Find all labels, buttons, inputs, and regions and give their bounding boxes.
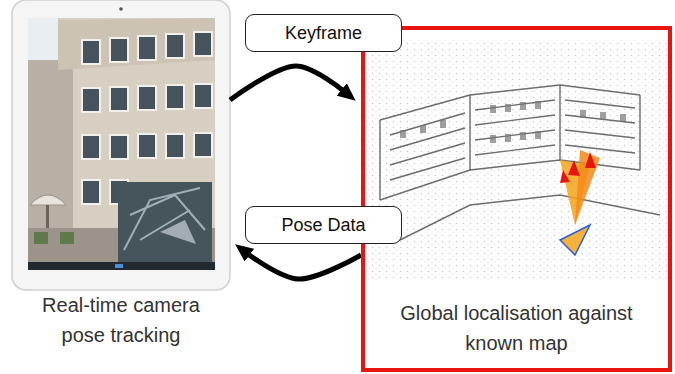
illustration-path (380, 85, 640, 200)
illustration-path (565, 100, 635, 153)
illustration-circle (119, 7, 123, 11)
illustration-rect (420, 125, 426, 133)
illustration-rect (138, 134, 156, 158)
illustration-rect (82, 40, 100, 64)
illustration-rect (490, 105, 496, 113)
map-region: Global localisation against known map (361, 26, 672, 372)
illustration-rect (520, 132, 526, 140)
edge-label: Pose Data (245, 206, 402, 244)
illustration-rect (115, 264, 123, 268)
flow-arrow (248, 254, 361, 279)
illustration-rect (535, 101, 541, 109)
illustration-path (400, 195, 660, 240)
illustration-path (575, 150, 600, 225)
illustration-rect (82, 88, 100, 112)
illustration-path (160, 220, 196, 244)
illustration-rect (365, 40, 668, 280)
camera-frustums (560, 150, 600, 255)
edge-label: Keyframe (245, 14, 402, 52)
illustration-rect (440, 120, 446, 128)
illustration-rect (28, 262, 215, 270)
illustration-polygon (58, 18, 215, 70)
caption-text: Global localisation against known map (377, 298, 657, 358)
illustration-rect (400, 130, 406, 138)
illustration-g (380, 85, 660, 240)
illustration-rect (12, 0, 230, 290)
illustration-rect (138, 36, 156, 60)
illustration-rect (490, 135, 496, 143)
illustration-rect (166, 85, 184, 109)
tablet-illustration (12, 0, 230, 290)
point-cloud-map (365, 40, 668, 280)
illustration-rect (520, 102, 526, 110)
illustration-rect (166, 34, 184, 58)
illustration-path (475, 100, 555, 155)
illustration-rect (110, 135, 128, 159)
tablet-screen (28, 18, 215, 270)
illustration-rect (194, 32, 212, 56)
illustration-rect (505, 134, 511, 142)
illustration-rect (28, 18, 215, 270)
illustration-g (82, 32, 212, 204)
illustration-path (560, 225, 590, 255)
illustration-rect (82, 135, 100, 159)
illustration-rect (620, 114, 626, 122)
illustration-g (400, 101, 626, 143)
illustration-path (30, 195, 66, 205)
tablet-node: Real-time camera pose tracking (12, 0, 230, 350)
illustration-path (568, 160, 580, 176)
caption-text: Real-time camera pose tracking (26, 290, 216, 350)
illustration-rect (110, 38, 128, 62)
illustration-rect (600, 112, 606, 120)
illustration-rect (82, 180, 100, 204)
illustration-rect (60, 232, 74, 244)
illustration-rect (194, 84, 212, 108)
illustration-path (585, 152, 596, 168)
illustration-rect (138, 86, 156, 110)
illustration-rect (34, 232, 48, 244)
illustration-rect (535, 131, 541, 139)
illustration-path (124, 188, 205, 250)
illustration-rect (580, 110, 586, 118)
illustration-path (390, 113, 465, 180)
illustration-rect (194, 133, 212, 157)
illustration-rect (118, 182, 212, 262)
illustration-rect (166, 134, 184, 158)
illustration-rect (110, 87, 128, 111)
illustration-path (380, 85, 640, 120)
illustration-path (560, 170, 570, 183)
illustration-rect (505, 104, 511, 112)
flow-arrow (230, 66, 343, 100)
illustration-path (380, 160, 640, 200)
